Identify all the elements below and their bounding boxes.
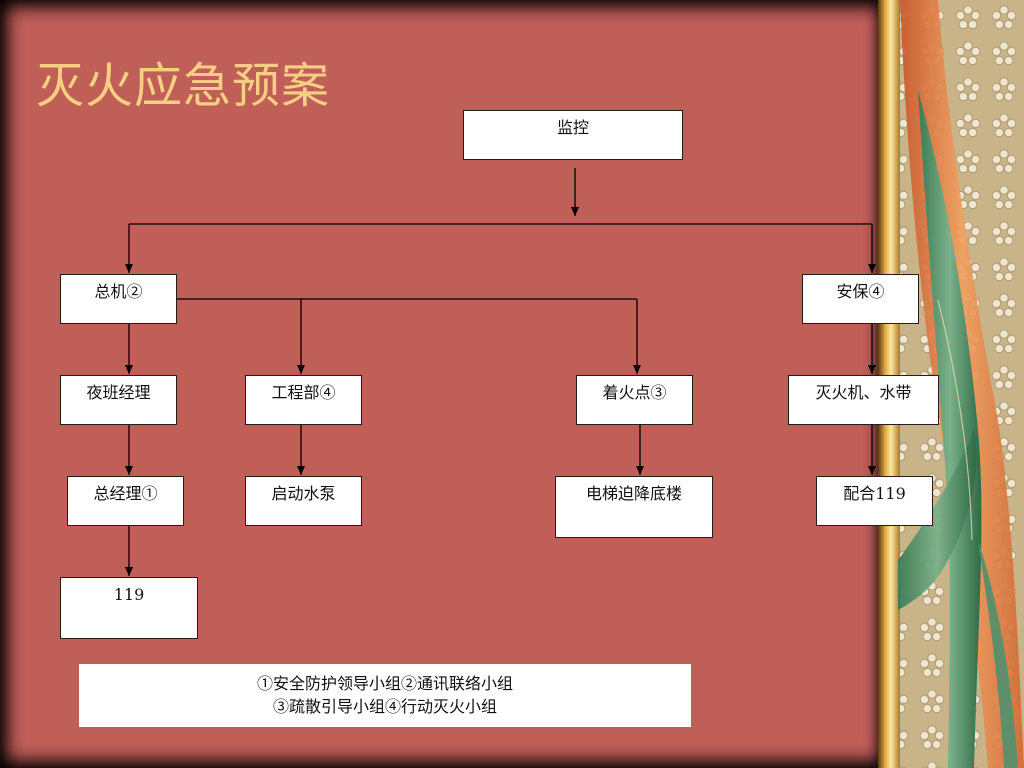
node-start-pump: 启动水泵 bbox=[245, 476, 362, 526]
node-monitor: 监控 bbox=[463, 110, 683, 160]
node-fire-point: 着火点③ bbox=[576, 375, 693, 425]
node-extinguisher-hose: 灭火机、水带 bbox=[788, 375, 939, 425]
node-engineering: 工程部④ bbox=[245, 375, 362, 425]
decorative-floral-border bbox=[878, 0, 1024, 768]
node-security: 安保④ bbox=[802, 274, 919, 324]
node-general-manager: 总经理① bbox=[67, 476, 184, 526]
node-call-119: 119 bbox=[60, 577, 198, 639]
node-cooperate-119: 配合119 bbox=[816, 476, 933, 526]
node-night-manager: 夜班经理 bbox=[60, 375, 177, 425]
node-elevator-ground: 电梯迫降底楼 bbox=[555, 476, 713, 538]
legend-line-1: ①安全防护领导小组②通讯联络小组 bbox=[256, 674, 513, 693]
page-title: 灭火应急预案 bbox=[36, 58, 331, 114]
node-operator: 总机② bbox=[60, 274, 177, 324]
legend-line-2: ③疏散引导小组④行动灭火小组 bbox=[272, 697, 497, 716]
legend-box: ①安全防护领导小组②通讯联络小组 ③疏散引导小组④行动灭火小组 bbox=[79, 664, 691, 727]
